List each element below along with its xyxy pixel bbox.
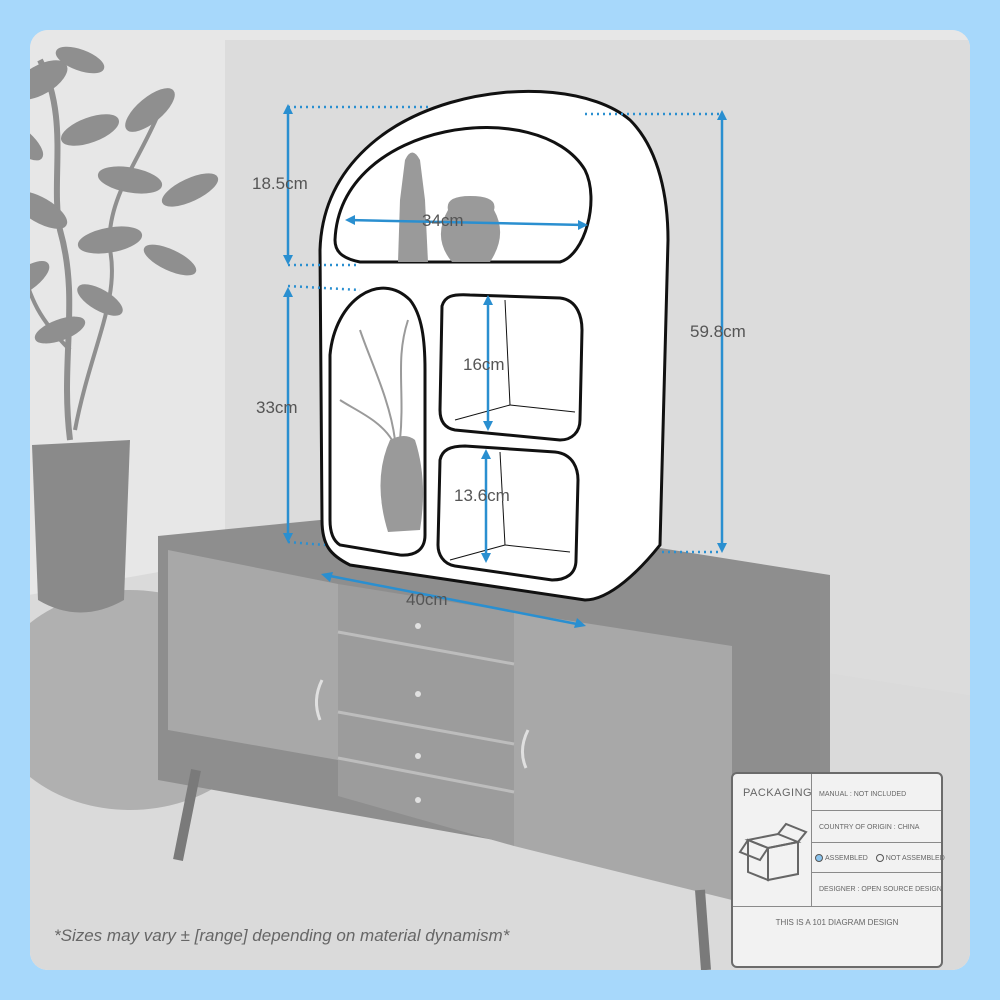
dimension-arrows (283, 104, 727, 628)
packaging-left-panel: PACKAGING (733, 774, 812, 906)
box-icon (738, 822, 808, 882)
assembled-radio-icon (815, 854, 823, 862)
packaging-info-box: PACKAGING MANUAL : NOT INCLUDED COUNTRY … (731, 772, 945, 968)
top-width-label: 34cm (422, 211, 464, 230)
plant-pot (32, 440, 130, 613)
base-width-label: 40cm (406, 590, 448, 609)
top-arch-height-label: 18.5cm (252, 174, 308, 193)
sideboard (158, 520, 830, 970)
not-assembled-radio-icon (875, 854, 884, 862)
diagram-frame: 18.5cm 34cm 59.8cm 33cm 16cm 13.6cm 40cm (30, 30, 970, 970)
left-section-height-label: 33cm (256, 398, 298, 417)
upper-cubby-height-label: 16cm (463, 355, 505, 374)
lower-cubby-height-label: 13.6cm (454, 486, 510, 505)
designer-info: DESIGNER : OPEN SOURCE DESIGN (819, 886, 942, 893)
dimension-lines (286, 105, 724, 627)
not-assembled-label: NOT ASSEMBLED (885, 854, 945, 862)
decor-vases (339, 152, 501, 532)
size-disclaimer: *Sizes may vary ± [range] depending on m… (54, 926, 510, 945)
plant-icon (30, 46, 219, 441)
country-info: COUNTRY OF ORIGIN : CHINA (819, 824, 920, 831)
manual-info: MANUAL : NOT INCLUDED (819, 791, 907, 798)
packaging-title: PACKAGING (743, 787, 813, 799)
assembly-options: ASSEMBLED NOT ASSEMBLED (815, 854, 945, 862)
packaging-footer: THIS IS A 101 DIAGRAM DESIGN (775, 918, 899, 927)
assembled-label: ASSEMBLED (825, 854, 868, 862)
product-diagram (30, 30, 970, 970)
arched-shelf (318, 89, 670, 602)
total-height-label: 59.8cm (690, 322, 746, 341)
